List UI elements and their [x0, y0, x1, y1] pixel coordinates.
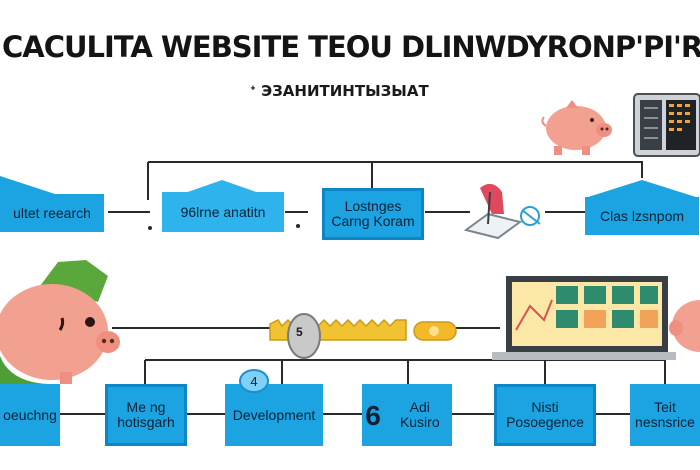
bottom-box-6-label: Teit nesnsrice: [635, 399, 695, 430]
piggy-bank-icon: [0, 256, 124, 386]
laptop-icon: [492, 270, 676, 362]
development-badge: 4: [250, 374, 257, 389]
bottom-box-4-label: Adi Kusiro: [399, 399, 440, 430]
top-box-3: Lostnges Carng Koram: [322, 188, 424, 240]
top-box-1-label: ultet reearch: [13, 204, 91, 221]
bottom-box-3-label: Development: [232, 406, 316, 423]
server-device-icon: [632, 90, 700, 160]
box-roof: [0, 176, 55, 194]
top-box-3-label: Lostnges Carng Koram: [331, 198, 415, 229]
bottom-box-3: Development: [225, 384, 323, 446]
page-subtitle: ᐩ ЭЗАНИТИНТЫЗЫАТ: [250, 82, 429, 100]
bottom-box-5: Nisti Posoegence: [494, 384, 596, 446]
top-bus-line: [148, 161, 643, 178]
bottom-box-4: 6 Adi Kusiro: [362, 384, 452, 446]
box-roof: [585, 180, 699, 198]
bottom-box-2-label: Me ng hotisgarh: [117, 399, 175, 430]
junction-dot: [148, 226, 152, 230]
bottom-box-5-label: Nisti Posoegence: [506, 399, 584, 430]
key-icon: 5: [266, 306, 462, 362]
bottom-box-4-number: 6: [365, 399, 381, 431]
top-box-1: ultet reearch: [0, 194, 104, 232]
top-box-4: Clas lzsnpom: [585, 197, 699, 235]
top-box-4-label: Clas lzsnpom: [599, 207, 685, 224]
page-title: CACULITA WEBSITE TEOU DLINWDYRONP'PI'RON…: [2, 30, 700, 64]
junction-dot: [296, 224, 300, 228]
router-icon: [458, 180, 550, 250]
water-drop-icon: 4: [236, 364, 272, 394]
bottom-box-1-label: oeuchng: [3, 406, 57, 423]
top-box-2-label: 96lrne anatitn: [180, 203, 266, 220]
bottom-box-6: Teit nesnsrice: [630, 384, 700, 446]
key-number: 5: [296, 325, 303, 339]
bottom-box-1: oeuchng: [0, 384, 60, 446]
piggy-bank-icon: [668, 296, 700, 356]
bottom-box-2: Me ng hotisgarh: [105, 384, 187, 446]
piggy-bank-icon: [538, 96, 614, 158]
top-box-2: 96lrne anatitn: [162, 192, 284, 232]
bottom-bus-line: [145, 359, 666, 385]
box-roof: [182, 180, 262, 194]
